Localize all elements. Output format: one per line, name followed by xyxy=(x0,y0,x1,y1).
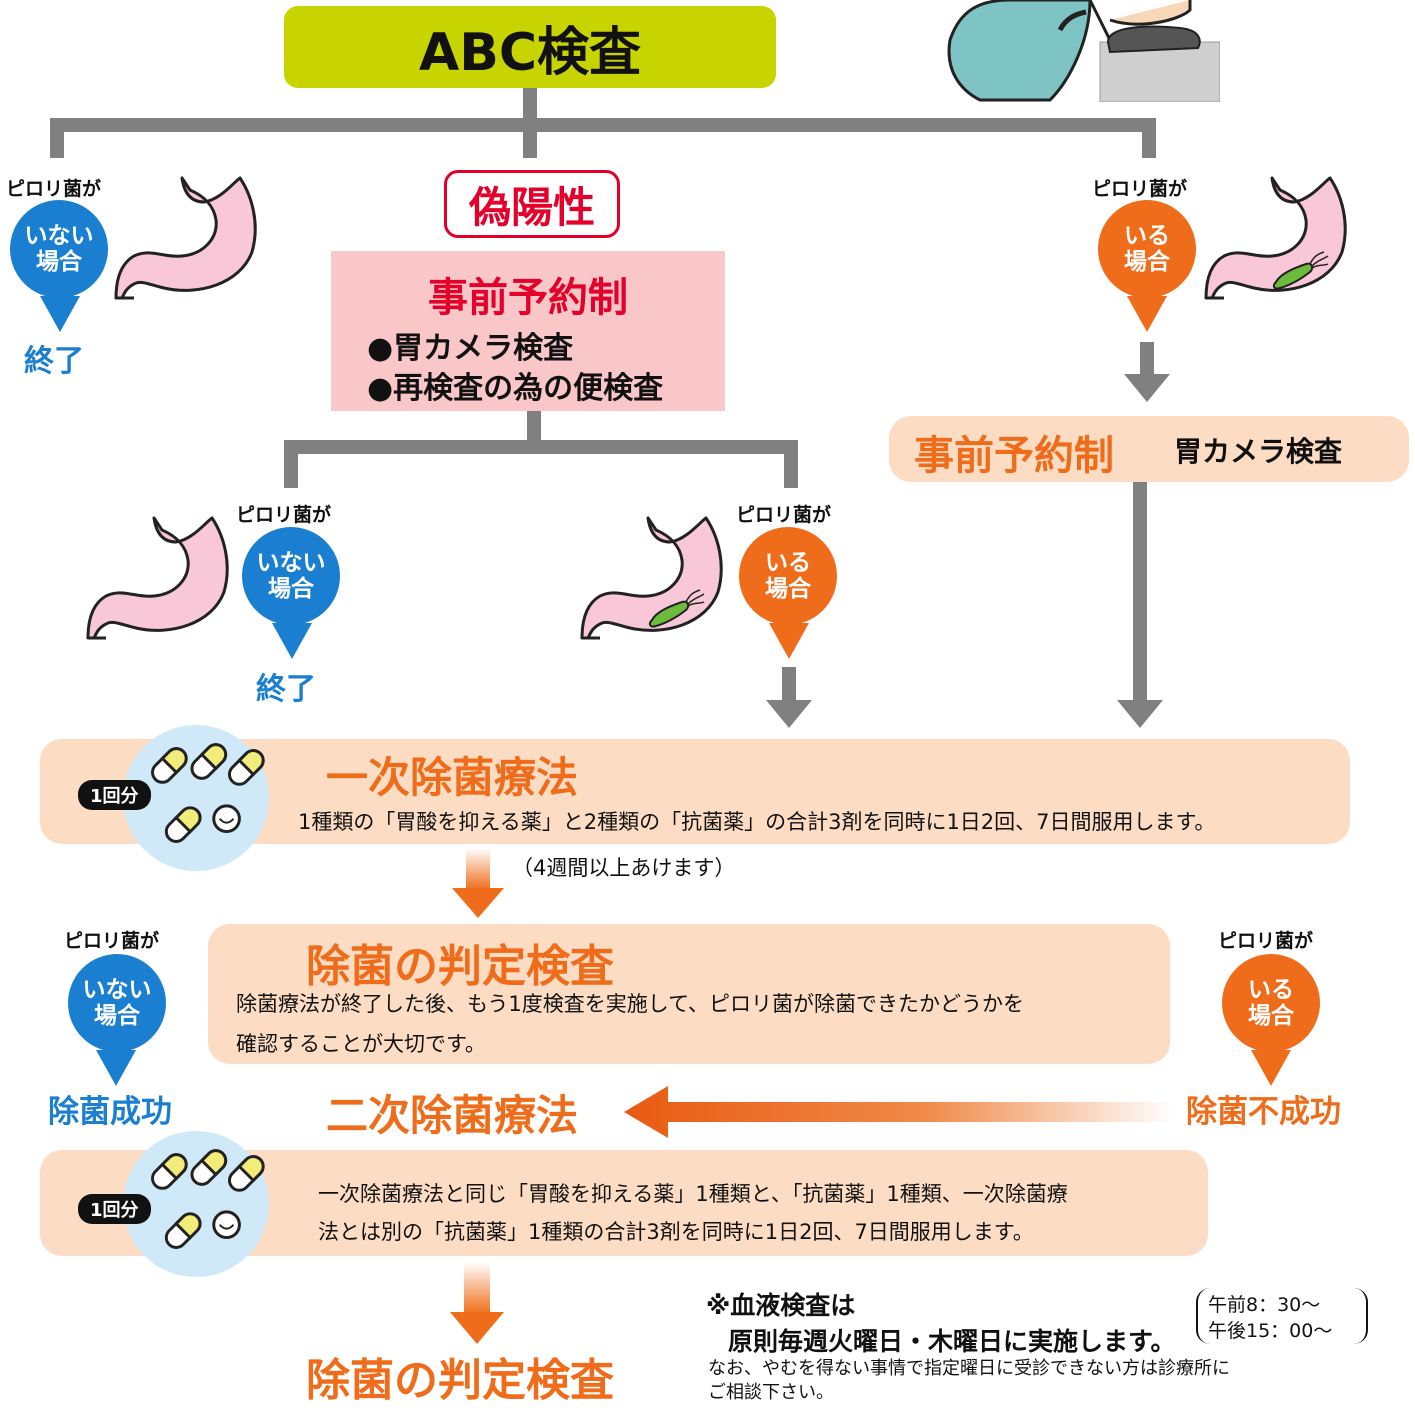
end-label: 終了 xyxy=(24,344,84,379)
bacteria-icon xyxy=(646,588,706,628)
false-positive-label: 偽陽性 xyxy=(444,170,620,238)
present-case-line2: 場合 xyxy=(765,576,811,602)
connector-line xyxy=(527,411,541,447)
connector-line xyxy=(50,118,1156,132)
connector-line xyxy=(782,667,796,701)
success-label: 除菌成功 xyxy=(48,1094,172,1130)
judgement-title: 除菌の判定検査 xyxy=(306,941,614,992)
left-arrow-icon xyxy=(624,1086,1174,1138)
bacteria-icon xyxy=(1270,250,1330,290)
present-case-line2: 場合 xyxy=(1124,249,1170,275)
gradient-down-arrow-icon xyxy=(464,1262,490,1314)
blood-note-line4: ご相談下さい。 xyxy=(708,1382,834,1403)
secondary-therapy-text: 法とは別の「抗菌薬」1種類の合計3剤を同時に1日2回、7日間服用します。 xyxy=(318,1220,1034,1244)
failure-label: 除菌不成功 xyxy=(1186,1094,1341,1130)
blood-note-line3: なお、やむを得ない事情で指定曜日に受診できない方は診療所に xyxy=(708,1358,1230,1379)
present-case-line1: いる xyxy=(1248,976,1294,1003)
present-case-line1: いる xyxy=(1124,222,1170,249)
blood-note-line2: 原則毎週火曜日・木曜日に実施します。 xyxy=(728,1327,1176,1356)
down-arrow-icon xyxy=(766,700,812,728)
secondary-therapy-text: 一次除菌療法と同じ「胃酸を抑える薬」1種類と、「抗菌薬」1種類、一次除菌療 xyxy=(318,1182,1068,1206)
stomach-icon xyxy=(84,512,234,642)
present-case-circle: いる 場合 xyxy=(739,527,837,625)
absent-case-line1: いない xyxy=(82,976,152,1003)
blood-note-line1: ※血液検査は xyxy=(706,1291,856,1320)
down-arrow-icon xyxy=(450,1312,504,1344)
right-reservation-box xyxy=(889,416,1409,482)
pylori-label: ピロリ菌が xyxy=(736,504,832,526)
blood-note-time-bracket xyxy=(1196,1288,1368,1344)
down-arrow-icon xyxy=(769,623,809,659)
absent-case-circle: いない 場合 xyxy=(10,200,108,298)
secondary-therapy-title: 二次除菌療法 xyxy=(326,1091,579,1140)
interval-note: （4週間以上あけます） xyxy=(512,856,736,880)
right-reservation-heading: 事前予約制 xyxy=(914,433,1114,479)
reservation-heading: 事前予約制 xyxy=(428,275,628,321)
absent-case-line2: 場合 xyxy=(94,1003,140,1029)
stomach-icon xyxy=(112,172,262,302)
present-case-line2: 場合 xyxy=(1248,1003,1294,1029)
primary-therapy-title: 一次除菌療法 xyxy=(326,753,579,802)
primary-therapy-text: 1種類の「胃酸を抑える薬」と2種類の「抗菌薬」の合計3剤を同時に1日2回、7日間… xyxy=(298,810,1216,834)
connector-line xyxy=(1140,342,1154,376)
reservation-item: ●再検査の為の便検査 xyxy=(367,371,664,406)
blood-note-time1: 午前8：30～ xyxy=(1208,1294,1321,1316)
present-case-circle: いる 場合 xyxy=(1098,200,1196,298)
connector-line xyxy=(50,118,64,158)
down-arrow-icon xyxy=(1117,700,1163,728)
down-arrow-icon xyxy=(96,1050,136,1086)
absent-case-circle: いない 場合 xyxy=(68,954,166,1052)
absent-case-circle: いない 場合 xyxy=(242,527,340,625)
judgement-box xyxy=(208,924,1170,1064)
down-arrow-icon xyxy=(452,888,504,918)
blood-note-time2: 午後15：00～ xyxy=(1208,1320,1333,1342)
connector-line xyxy=(1133,482,1147,704)
pylori-label: ピロリ菌が xyxy=(64,930,160,952)
pylori-label: ピロリ菌が xyxy=(1218,930,1314,952)
down-arrow-icon xyxy=(1124,374,1170,402)
pylori-label: ピロリ菌が xyxy=(6,178,102,200)
right-reservation-text: 胃カメラ検査 xyxy=(1174,435,1343,468)
reservation-item: ●胃カメラ検査 xyxy=(367,331,574,366)
present-case-circle: いる 場合 xyxy=(1222,954,1320,1052)
pylori-label: ピロリ菌が xyxy=(1092,178,1188,200)
patient-illustration xyxy=(947,0,1220,102)
present-case-line1: いる xyxy=(765,549,811,576)
pylori-label: ピロリ菌が xyxy=(236,504,332,526)
judgement-text: 除菌療法が終了した後、もう1度検査を実施して、ピロリ菌が除菌できたかどうかを xyxy=(236,992,1025,1016)
absent-case-line2: 場合 xyxy=(268,576,314,602)
dose-badge: 1回分 xyxy=(78,1194,151,1224)
judgement-text: 確認することが大切です。 xyxy=(236,1032,486,1056)
absent-case-line1: いない xyxy=(256,549,326,576)
absent-case-line2: 場合 xyxy=(36,249,82,275)
down-arrow-icon xyxy=(1251,1050,1291,1086)
down-arrow-icon xyxy=(40,296,80,332)
title-abc-test: ABC検査 xyxy=(284,6,776,88)
connector-line xyxy=(284,440,798,454)
connector-line xyxy=(1142,118,1156,158)
reservation-box: 事前予約制 ●胃カメラ検査 ●再検査の為の便検査 xyxy=(331,251,725,411)
down-arrow-icon xyxy=(1127,296,1167,332)
dose-badge: 1回分 xyxy=(78,780,151,810)
down-arrow-icon xyxy=(272,623,312,659)
gradient-down-arrow-icon xyxy=(466,848,490,890)
final-judgement-title: 除菌の判定検査 xyxy=(306,1355,614,1406)
absent-case-line1: いない xyxy=(24,222,94,249)
connector-line xyxy=(284,440,298,488)
end-label: 終了 xyxy=(256,672,316,707)
connector-line xyxy=(784,440,798,488)
